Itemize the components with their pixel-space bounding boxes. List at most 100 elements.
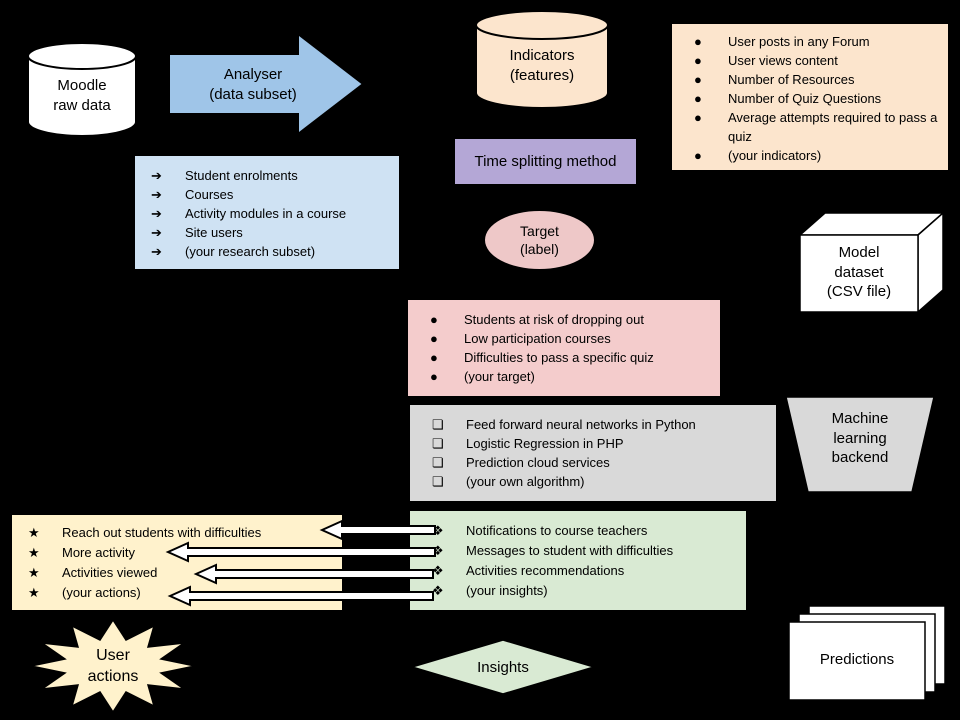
cube-front-face [799,234,919,313]
bullet-icon: ➔ [151,244,162,259]
bullet-icon: ● [694,91,702,106]
list-item-text: Activities recommendations [466,563,625,578]
list-item: ★(your actions) [22,583,336,603]
node-analyser: Analyser (data subset) [168,32,366,136]
bullet-icon: ➔ [151,225,162,240]
node-label-moodle-raw-data: Moodle raw data [53,77,111,114]
list-item: ❏ (your own algorithm) [420,472,770,491]
connector-arrows [150,513,450,615]
node-time-splitting-method: Time splitting method [455,139,636,184]
cylinder-shape [27,42,137,137]
list-item-text: Activities viewed [62,565,158,580]
bullet-icon: ★ [28,525,40,540]
node-label-model-dataset: Model dataset (CSV file) [826,244,892,300]
list-item: ● Students at risk of dropping out [418,310,714,329]
left-arrow-icon [167,585,434,607]
list-item: ❖Messages to student with difficulties [420,541,740,561]
list-item-text: Students at risk of dropping out [464,312,644,327]
list-item: ➔ Site users [145,223,393,242]
node-target: Target (label) [483,209,596,271]
bullet-icon: ❏ [432,417,444,432]
list-item-text: Notifications to course teachers [466,523,648,538]
list-item-text: Reach out students with difficulties [62,525,262,540]
bullet-icon: ❖ [432,563,444,578]
list-target-examples: ● Students at risk of dropping out ● Low pa… [408,300,720,396]
list-item-text: Feed forward neural networks in Python [466,417,696,432]
list-item-text: (your own algorithm) [466,474,585,489]
list-item-text: Courses [185,187,234,202]
node-label-machine-learning-backend: Machine learning backend [831,410,889,466]
cylinder-shape [475,10,609,109]
list-item-text: Average attempts required to pass a quiz [728,110,938,144]
list-item: ● (your target) [418,367,714,386]
node-label-predictions: Predictions [819,651,895,668]
list-item-text: Number of Quiz Questions [728,91,882,106]
node-machine-learning-backend: Machine learning backend [780,393,940,496]
node-moodle-raw-data: Moodle raw data [26,40,138,138]
page-front [788,621,926,701]
list-item: ❏ Logistic Regression in PHP [420,434,770,453]
list-item: ➔ Student enrolments [145,166,393,185]
node-label-time-splitting-method: Time splitting method [474,153,617,170]
bullet-icon: ● [694,148,702,163]
trapezoid-polygon [785,396,935,493]
bullet-icon: ➔ [151,187,162,202]
list-item-text: Student enrolments [185,168,298,183]
list-item-text: (your research subset) [185,244,316,259]
list-item: ● Low participation courses [418,329,714,348]
left-arrow-icon [165,541,436,563]
trapezoid-shape [785,396,935,493]
list-item: ➔Activity modules in a course [145,204,393,223]
bullet-icon: ❖ [432,543,444,558]
node-label-target: Target (label) [520,222,559,257]
diamond-shape [409,639,597,695]
bullet-icon: ❖ [432,583,444,598]
bullet-icon: ➔ [151,168,162,183]
node-label-indicators: Indicators (features) [509,47,575,84]
list-moodle-subset: ➔Student enrolments➔Courses➔Activity mod… [135,156,399,269]
bullet-icon: ★ [28,585,40,600]
starburst-shape [30,618,196,714]
left-arrow-icon [319,519,436,541]
cylinder-body [27,55,137,137]
bullet-icon: ● [430,331,438,346]
list-item-text: Site users [185,225,243,240]
list-item: ●(your indicators) [682,146,942,165]
node-predictions: Predictions [785,603,950,703]
diamond-polygon [409,639,597,695]
cylinder-body [475,24,609,109]
list-item-text: Low participation courses [464,331,611,346]
left-arrow-icon [193,563,434,585]
list-item-text: (your target) [464,369,535,384]
list-item: ●Number of Resources [682,70,942,89]
list-item: ❖ (your insights) [420,581,740,601]
list-item-text: Difficulties to pass a specific quiz [464,350,654,365]
list-item: ★More activity [22,543,336,563]
node-insights: Insights [408,636,598,698]
bullet-icon: ● [430,350,438,365]
node-user-actions: User actions [28,618,198,716]
list-item: ●User views content [682,51,942,70]
list-item-text: (your insights) [466,583,548,598]
bullet-icon: ● [430,312,438,327]
bullet-icon: ● [430,369,438,384]
connector-arrows-svg [165,519,436,607]
list-item: ●User posts in any Forum [682,32,942,51]
list-item-text: Activity modules in a course [185,206,347,221]
list-item: ★ Reach out students with difficulties [22,523,336,543]
bullet-icon: ❏ [432,436,444,451]
right-arrow-shape [168,32,365,136]
bullet-icon: ★ [28,565,40,580]
node-label-insights: Insights [477,659,529,676]
bullet-icon: ❏ [432,474,444,489]
bullet-icon: ❖ [432,523,444,538]
bullet-icon: ● [694,53,702,68]
list-item-text: Logistic Regression in PHP [466,436,624,451]
list-item: ★ Activities viewed [22,563,336,583]
right-arrow-polygon [168,32,365,136]
list-item: ❖ Activities recommendations [420,561,740,581]
list-item: ❏Prediction cloud services [420,453,770,472]
bullet-icon: ● [694,72,702,87]
list-item: ➔ (your research subset) [145,242,393,261]
